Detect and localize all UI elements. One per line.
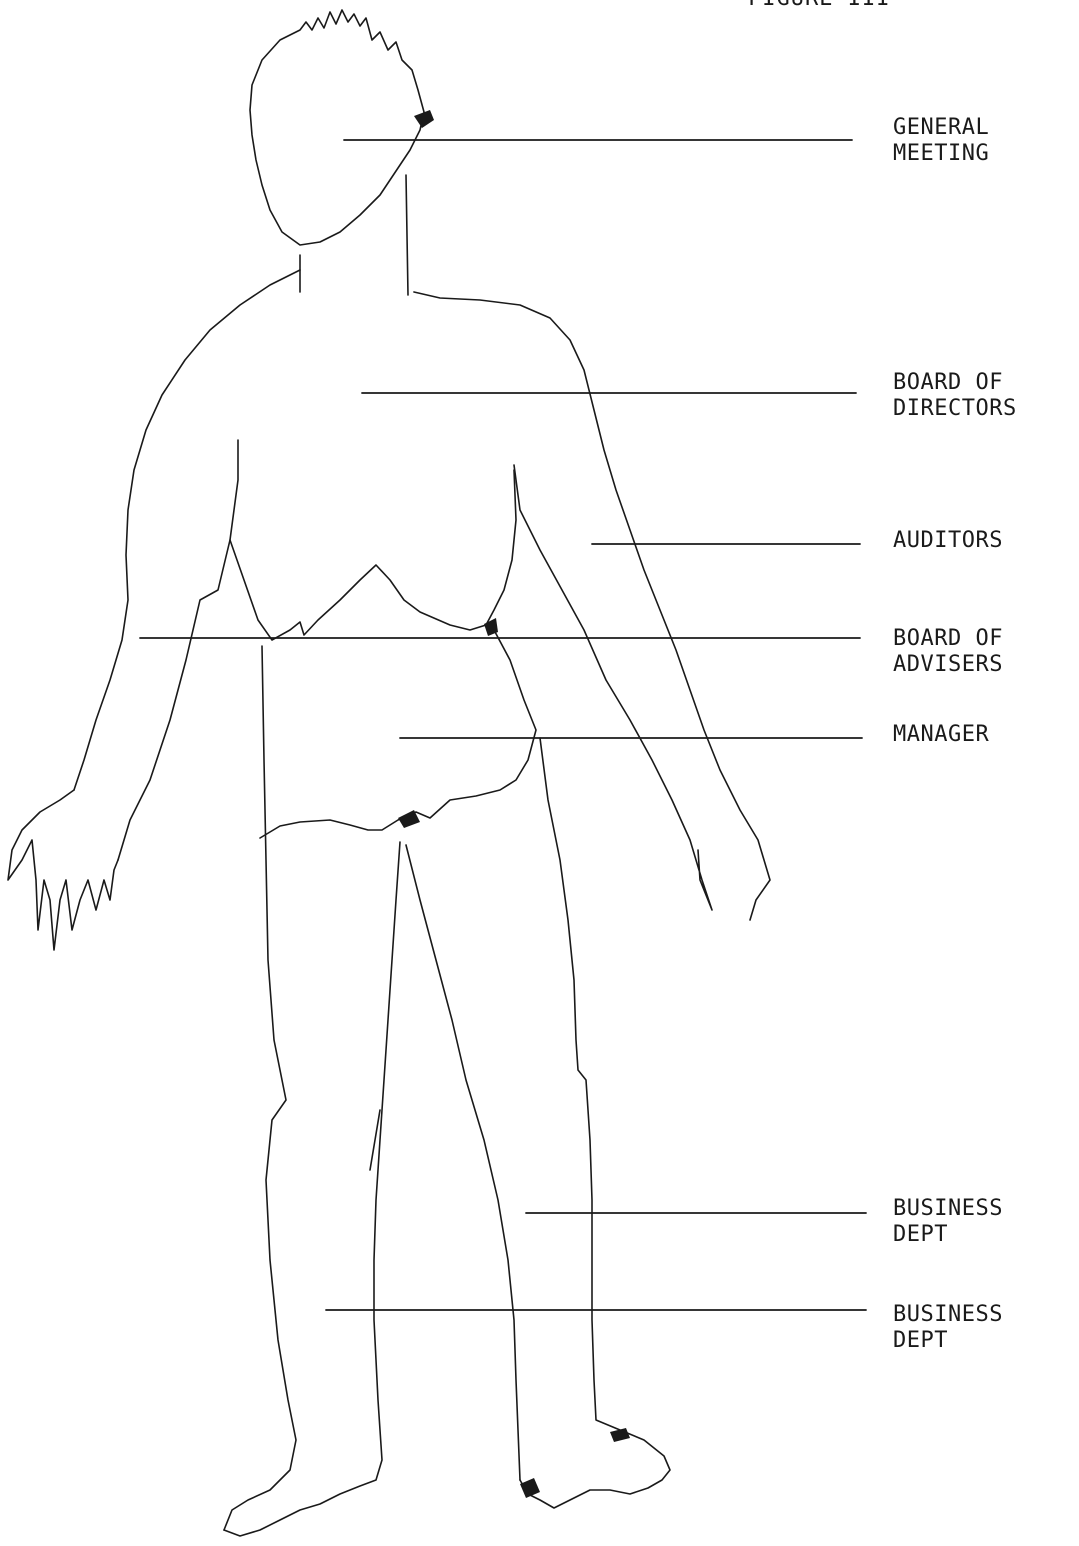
left-shoulder-arm-outer [74, 270, 300, 790]
right-hip [260, 630, 536, 838]
right-shoulder-arm-outer [414, 292, 770, 920]
label-board-of-directors: BOARD OF DIRECTORS [893, 370, 1017, 422]
left-leg-inner [224, 842, 400, 1536]
right-arm-inner [514, 465, 712, 910]
label-business-dept-1: BUSINESS DEPT [893, 1196, 1003, 1248]
head-outline [250, 10, 424, 245]
label-business-dept-2: BUSINESS DEPT [893, 1302, 1003, 1354]
right-leg-inner [406, 845, 520, 1480]
label-general-meeting: GENERAL MEETING [893, 115, 989, 167]
chest-contour [230, 470, 516, 640]
right-foot-mark [520, 1478, 540, 1498]
neck-right [406, 175, 408, 295]
label-board-of-advisers: BOARD OF ADVISERS [893, 626, 1003, 678]
left-leg-outer [224, 646, 296, 1530]
right-ankle-mark [610, 1428, 630, 1442]
left-hand [8, 790, 118, 950]
label-manager: MANAGER [893, 722, 989, 748]
label-auditors: AUDITORS [893, 528, 1003, 554]
right-leg-outer [520, 738, 670, 1508]
left-arm-inner [118, 440, 238, 860]
ear-mark [414, 110, 434, 128]
